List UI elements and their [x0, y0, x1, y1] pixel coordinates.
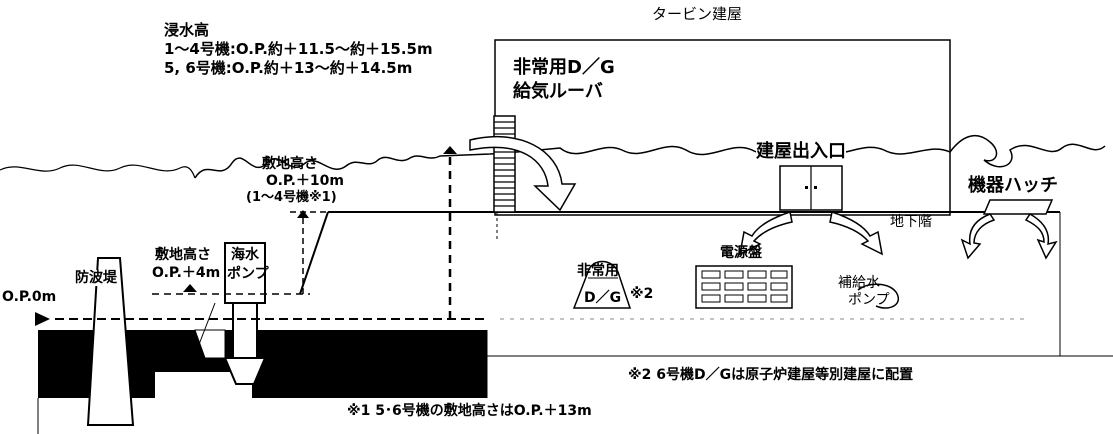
seawater-pump-line2: ポンプ: [227, 266, 269, 282]
dg-louver-line2: 給気ルーバ: [513, 81, 603, 102]
louver-inflow-arrow: [469, 135, 577, 212]
site-height-main-line3: (1～4号機※1): [246, 190, 337, 205]
makeup-pump-shape: [857, 283, 899, 309]
flood-height-line2: 5, 6号機:O.P.約＋13～約＋14.5m: [164, 59, 413, 77]
footnote-2: ※2 6号機D／Gは原子炉建屋等別建屋に配置: [628, 367, 914, 383]
makeup-pump-line1: 補給水: [838, 275, 880, 291]
seawall-shape: [86, 257, 135, 426]
emergency-dg-line1: 非常用: [577, 263, 619, 279]
footnote-1: ※1 5･6号機の敷地高さはO.P.＋13m: [347, 403, 592, 419]
makeup-pump-line2: ポンプ: [848, 292, 890, 308]
site-height-low-line2: O.P.＋4m: [152, 265, 221, 281]
site-height-main-line2: O.P.＋10m: [266, 173, 344, 189]
op-zero-label: O.P.0m: [2, 289, 57, 305]
turbine-building-label: タービン建屋: [652, 5, 743, 23]
basement-label: 地下階: [890, 214, 932, 230]
entrance-right-arrow: [829, 211, 884, 256]
power-panel-label: 電源盤: [720, 245, 762, 261]
emergency-dg-shape: [572, 260, 632, 309]
dg-louver-line1: 非常用D／G: [513, 57, 615, 78]
building-entrance-label: 建屋出入口: [756, 141, 846, 163]
site-height-low-line1: 敷地高さ: [155, 247, 211, 263]
seawater-pump-shape: [223, 242, 267, 385]
tsunami-wave: [194, 134, 1106, 179]
flood-height-title: 浸水高: [164, 21, 210, 39]
entrance-left-arrow: [738, 211, 793, 256]
site-height-main-line1: 敷地高さ: [262, 156, 318, 172]
equipment-hatch-label: 機器ハッチ: [968, 175, 1058, 197]
emergency-dg-line2: D／G: [584, 290, 622, 306]
seawall-label: 防波堤: [75, 270, 117, 287]
flood-height-line1: 1～4号機:O.P.約＋11.5～約＋15.5m: [164, 40, 433, 58]
emergency-dg-note-mark: ※2: [630, 286, 654, 302]
op0-marker: [35, 312, 50, 326]
seawater-pump-line1: 海水: [231, 247, 259, 263]
equipment-hatch-shape: [982, 199, 1054, 215]
